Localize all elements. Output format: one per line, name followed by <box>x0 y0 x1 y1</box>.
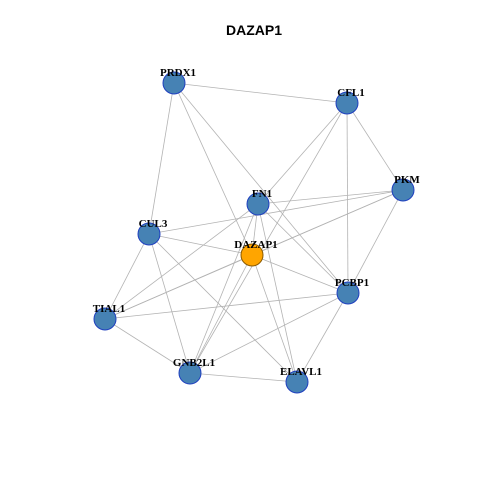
node-label-prdx1: PRDX1 <box>160 67 196 79</box>
edge-cul3-gnb2l1 <box>148 233 191 374</box>
edge-tial1-gnb2l1 <box>104 318 191 374</box>
node-pkm[interactable] <box>391 178 415 202</box>
node-label-elavl1: ELAVL1 <box>280 366 322 378</box>
edge-prdx1-pcbp1 <box>173 82 349 294</box>
edge-pkm-fn1 <box>257 189 404 205</box>
edge-pcbp1-elavl1 <box>296 292 349 383</box>
nodes-layer <box>93 71 415 394</box>
node-tial1[interactable] <box>93 307 117 331</box>
edge-prdx1-cul3 <box>148 82 175 235</box>
node-label-pkm: PKM <box>394 174 420 186</box>
node-label-gnb2l1: GNB2L1 <box>173 357 215 369</box>
edge-fn1-tial1 <box>104 203 259 320</box>
edge-fn1-gnb2l1 <box>189 203 259 374</box>
edge-fn1-elavl1 <box>257 203 298 383</box>
node-label-fn1: FN1 <box>252 188 272 200</box>
edge-pcbp1-gnb2l1 <box>189 292 349 374</box>
node-gnb2l1[interactable] <box>178 361 202 385</box>
node-cul3[interactable] <box>137 222 161 246</box>
edges-layer <box>104 82 404 383</box>
diagram-title: DAZAP1 <box>226 22 282 38</box>
edge-dazap1-elavl1 <box>251 254 298 383</box>
node-prdx1[interactable] <box>162 71 186 95</box>
edge-cfl1-pkm <box>346 102 404 191</box>
edge-cfl1-gnb2l1 <box>189 102 348 374</box>
node-fn1[interactable] <box>246 192 270 216</box>
edge-pkm-pcbp1 <box>347 189 404 294</box>
node-cfl1[interactable] <box>335 91 359 115</box>
node-label-dazap1: DAZAP1 <box>234 239 277 251</box>
edge-prdx1-dazap1 <box>173 82 253 256</box>
node-label-tial1: TIAL1 <box>93 303 125 315</box>
node-label-cul3: CUL3 <box>139 218 168 230</box>
edge-cul3-elavl1 <box>148 233 298 383</box>
node-label-pcbp1: PCBP1 <box>335 277 369 289</box>
edge-pkm-cul3 <box>148 189 404 235</box>
node-dazap1[interactable] <box>240 243 264 267</box>
node-label-cfl1: CFL1 <box>337 87 365 99</box>
edge-cfl1-pcbp1 <box>346 102 349 294</box>
edge-dazap1-pcbp1 <box>251 254 349 294</box>
edge-prdx1-cfl1 <box>173 82 348 104</box>
edge-pcbp1-tial1 <box>104 292 349 320</box>
edge-gnb2l1-elavl1 <box>189 372 298 383</box>
edge-cul3-tial1 <box>104 233 150 320</box>
edge-fn1-pcbp1 <box>257 203 349 294</box>
edge-dazap1-gnb2l1 <box>189 254 253 374</box>
edge-cul3-dazap1 <box>148 233 253 256</box>
edge-dazap1-tial1 <box>104 254 253 320</box>
node-pcbp1[interactable] <box>336 281 360 305</box>
edge-cfl1-fn1 <box>257 102 348 205</box>
node-elavl1[interactable] <box>285 370 309 394</box>
